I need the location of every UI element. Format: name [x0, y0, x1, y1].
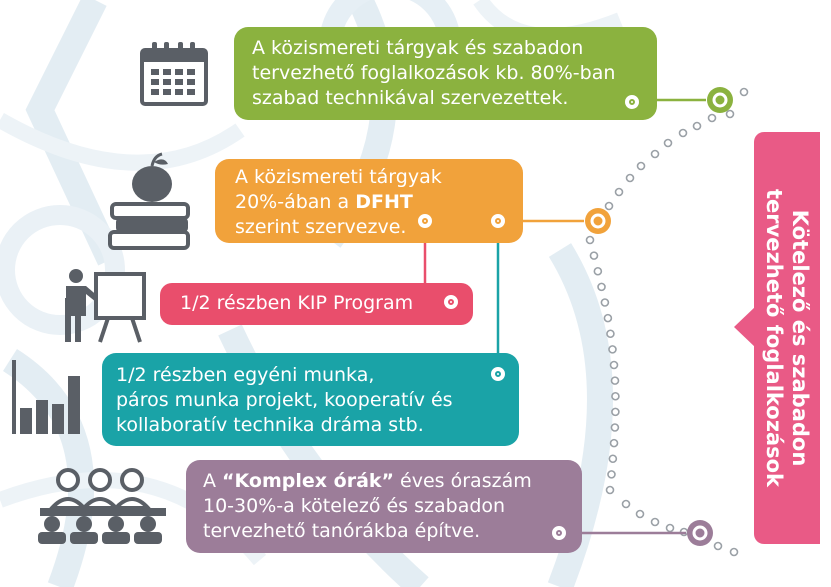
ring-marker-icon	[552, 526, 566, 540]
side-label-tab	[754, 132, 820, 544]
arc-dot	[678, 128, 688, 138]
orange-line-2-prefix: 20%-ában a	[235, 191, 356, 213]
arc-dot	[605, 485, 615, 495]
dotted-arc	[585, 87, 749, 557]
arc-dot	[597, 282, 606, 292]
info-box-pink: 1/2 részben KIP Program	[160, 283, 473, 325]
green-line-2: tervezhető foglalkozások kb. 80%-ban	[252, 62, 616, 84]
arc-dot	[589, 251, 599, 260]
arc-dot	[611, 391, 620, 401]
teal-line-3: kollaboratív technika dráma stb.	[116, 414, 424, 436]
ring-marker-icon	[418, 214, 432, 228]
ring-marker-icon	[444, 295, 458, 309]
arc-dot	[609, 360, 619, 370]
arc-dot	[636, 161, 646, 171]
orange-line-3: szerint szervezve.	[235, 216, 407, 238]
purple-line-1-suffix: éves óraszám	[394, 470, 532, 492]
teacher-board-icon	[65, 269, 146, 343]
group-icon	[38, 468, 166, 544]
ring-marker-icon	[625, 95, 639, 109]
arc-dot	[603, 313, 613, 323]
arc-dot	[604, 201, 614, 211]
arc-dot	[610, 423, 620, 432]
side-label-arrow	[734, 306, 756, 348]
arc-dot	[713, 541, 723, 551]
arc-dot	[610, 376, 620, 385]
green-line-3: szabad technikával szervezettek.	[252, 87, 569, 109]
arc-dot	[729, 547, 739, 557]
side-label-line-2: tervezhető foglalkozások	[762, 188, 786, 488]
arc-dot	[593, 266, 603, 276]
green-line-1: A közismereti tárgyak és szabadon	[252, 37, 584, 59]
arc-dot	[608, 345, 617, 354]
arc-dot	[606, 329, 615, 339]
purple-line-1-prefix: A	[203, 470, 223, 492]
ring-marker-icon	[491, 214, 505, 228]
apple-books-icon	[108, 152, 190, 250]
info-box-teal: 1/2 részben egyéni munka, páros munka pr…	[102, 353, 519, 446]
arc-dot	[739, 87, 749, 97]
ring-marker-icon	[491, 367, 505, 381]
arc-dot	[585, 235, 595, 245]
info-box-orange: A közismereti tárgyak 20%-ában a DFHT sz…	[215, 159, 523, 243]
arc-dot	[625, 173, 635, 183]
arc-dot	[650, 517, 660, 527]
side-label-text: Kötelező és szabadon tervezhető foglalko…	[761, 138, 813, 538]
orange-line-2-bold: DFHT	[355, 191, 413, 213]
calendar-icon	[140, 42, 208, 106]
arc-dot	[663, 138, 673, 148]
bar-chart-icon	[12, 360, 80, 434]
side-label-line-1: Kötelező és szabadon	[788, 209, 812, 467]
orange-line-2: 20%-ában a DFHT	[235, 190, 523, 215]
arc-dot	[650, 149, 660, 159]
purple-line-1-bold: “Komplex órák”	[222, 470, 395, 492]
arc-dot	[609, 438, 619, 448]
info-box-purple: A “Komplex órák” éves óraszám 10-30%-a k…	[186, 460, 582, 553]
purple-line-1: A “Komplex órák” éves óraszám	[203, 469, 582, 494]
arc-dot	[665, 523, 675, 533]
pink-line-1: 1/2 részben KIP Program	[180, 292, 414, 314]
arc-dot	[614, 187, 624, 197]
teal-line-2: páros munka projekt, kooperatív és	[116, 389, 453, 411]
orange-line-1: A közismereti tárgyak	[235, 166, 442, 188]
arc-dot	[611, 407, 620, 417]
arc-dot	[607, 470, 616, 479]
purple-line-2: 10-30%-a kötelező és szabadon	[203, 495, 506, 517]
arc-dot	[635, 509, 645, 519]
arc-dot	[621, 499, 631, 509]
arc-node-orange	[585, 208, 611, 234]
arc-dot	[608, 454, 618, 464]
arc-dot	[692, 121, 702, 131]
arc-dot	[600, 298, 610, 307]
arc-node-purple	[687, 520, 713, 546]
arc-dot	[707, 113, 717, 123]
purple-line-3: tervezhető tanórákba építve.	[203, 520, 481, 542]
arc-dot	[725, 109, 735, 119]
teal-line-1: 1/2 részben egyéni munka,	[116, 364, 375, 386]
arc-node-green	[707, 87, 733, 113]
info-box-green: A közismereti tárgyak és szabadon tervez…	[234, 27, 657, 120]
